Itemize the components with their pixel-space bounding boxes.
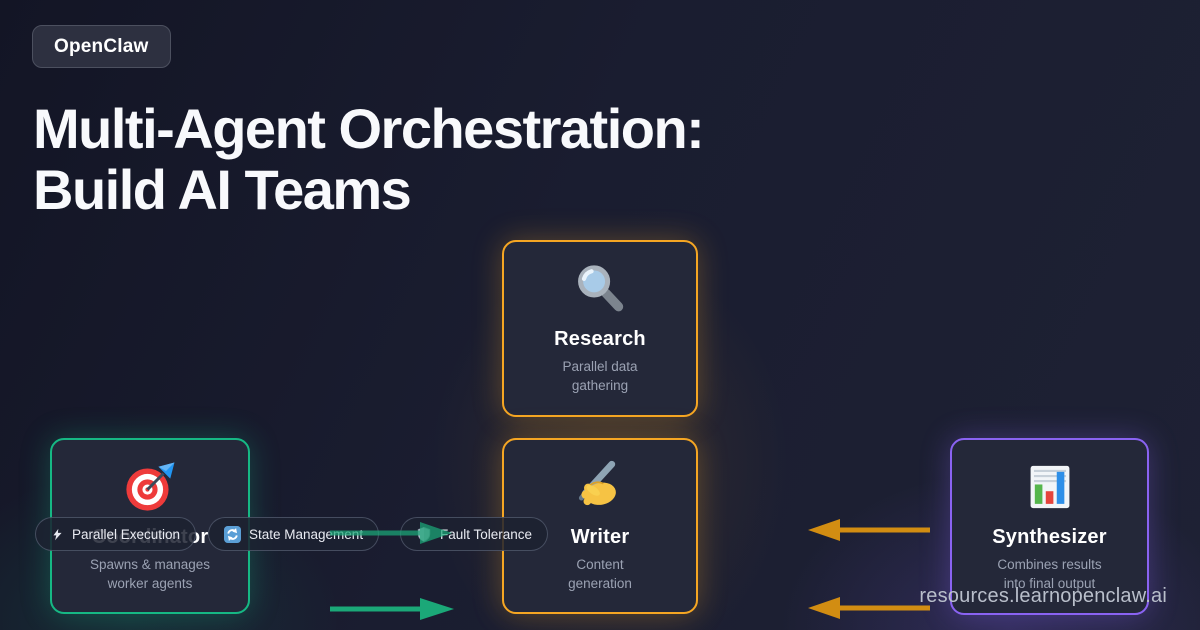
card-writer-title: Writer	[570, 526, 630, 548]
target-icon	[126, 462, 175, 511]
card-synthesizer-subtitle: Combines results into final output	[997, 557, 1102, 592]
page-title: Multi-Agent Orchestration: Build AI Team…	[33, 97, 705, 221]
pill-fault-tolerance-label: Fault Tolerance	[440, 526, 533, 542]
synthesizer-to-writer-arrow-bottom	[808, 597, 930, 619]
pill-parallel-execution: Parallel Execution	[35, 517, 197, 551]
coordinator-to-writer-arrow-bottom	[330, 598, 454, 620]
writing-hand-icon	[578, 460, 616, 506]
synthesizer-to-writer-arrow-top	[808, 519, 930, 541]
card-research-title: Research	[554, 328, 646, 350]
magnifying-glass-icon	[578, 265, 624, 312]
pill-state-management-label: State Management	[249, 526, 364, 542]
coordinator-to-writer-arrow-top	[330, 522, 452, 544]
card-synthesizer-title: Synthesizer	[992, 526, 1107, 548]
brand-badge-label: OpenClaw	[54, 35, 149, 57]
brand-badge: OpenClaw	[32, 25, 171, 68]
page-title-line1: Multi-Agent Orchestration:	[33, 97, 705, 160]
card-research-subtitle: Parallel data gathering	[562, 359, 638, 394]
lightning-icon	[53, 528, 62, 540]
card-research: Research Parallel data gathering	[502, 240, 698, 417]
card-coordinator-subtitle: Spawns & manages worker agents	[89, 557, 211, 592]
footer-url: resources.learnopenclaw.ai	[919, 585, 1167, 607]
bar-chart-icon	[1030, 465, 1069, 509]
pill-parallel-execution-label: Parallel Execution	[72, 526, 181, 542]
card-synthesizer: Synthesizer Combines results into final …	[950, 438, 1149, 615]
card-writer-subtitle: Content generation	[568, 557, 632, 592]
pill-state-management: State Management	[208, 517, 380, 551]
refresh-arrows-icon	[224, 525, 241, 543]
page-title-line2: Build AI Teams	[33, 158, 412, 221]
